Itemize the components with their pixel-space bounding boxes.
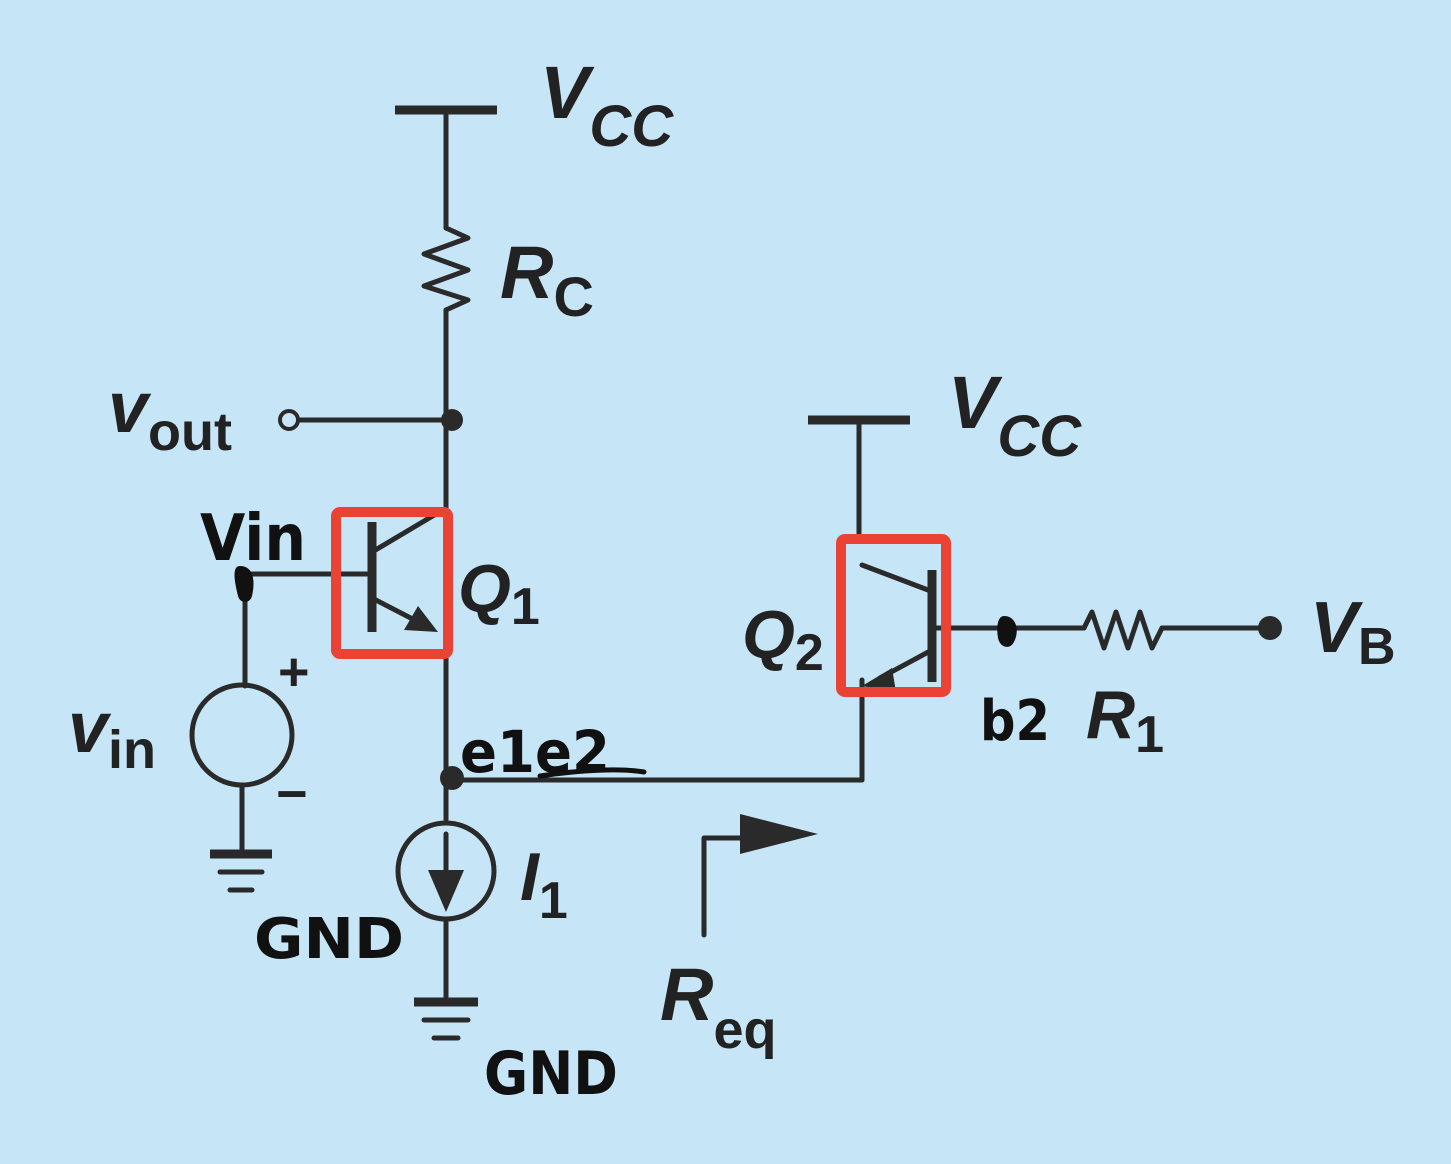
label-vin-source: vin (68, 688, 156, 780)
label-minus: − (276, 764, 308, 824)
b2-node-dot (997, 616, 1017, 647)
annotation-e1e2-underline (537, 767, 647, 779)
vin-node-dot (234, 566, 254, 602)
label-q1: Q1 (458, 551, 540, 636)
annotation-gnd-bottom: GND (484, 1039, 618, 1109)
annotation-gnd-left: GND (254, 907, 404, 972)
label-vcc-right: VCC (948, 361, 1082, 469)
label-vb: VB (1310, 588, 1396, 676)
vin-source (189, 571, 295, 893)
resistor-rc (421, 225, 471, 523)
transistor-q1 (242, 511, 449, 823)
q1-highlight-box (331, 507, 453, 659)
vout-terminal (278, 409, 463, 431)
annotation-vin-node: Vin (200, 502, 306, 576)
vout-node-dot (441, 409, 463, 431)
req-arrow (701, 814, 818, 938)
emitter-node-dot (440, 766, 464, 790)
vcc-right-rail (808, 415, 910, 543)
q2-highlight-box (836, 534, 951, 697)
label-q2: Q2 (742, 597, 824, 682)
annotation-b2: b2 (980, 689, 1050, 754)
current-source-i1 (395, 820, 497, 1041)
label-plus: + (278, 642, 310, 702)
label-vout: vout (108, 368, 232, 462)
label-i1: I1 (520, 839, 568, 930)
label-vcc-top: VCC (540, 51, 674, 159)
label-req: Req (660, 953, 776, 1060)
vb-node-dot (1258, 616, 1282, 640)
label-rc: RC (500, 231, 594, 328)
vcc-top-rail (395, 105, 497, 231)
annotation-e1e2: e1e2 (460, 718, 610, 786)
label-r1: R1 (1086, 677, 1164, 764)
resistor-r1 (1007, 609, 1282, 651)
transistor-q2 (859, 562, 1013, 692)
